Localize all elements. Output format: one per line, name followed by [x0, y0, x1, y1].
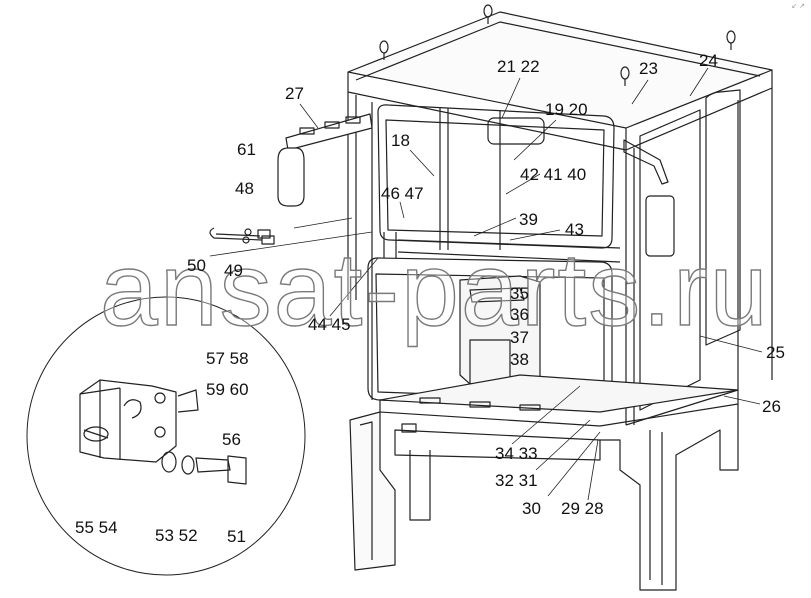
detail-callout-circle	[26, 296, 306, 576]
cab-base	[349, 404, 739, 591]
roof	[347, 11, 773, 151]
callout-label: 24	[699, 51, 718, 70]
callout-label: 29 28	[561, 499, 604, 518]
callout-label: 32 31	[495, 471, 538, 490]
callout-label: 53 52	[155, 526, 198, 545]
callout-label: 46 47	[381, 184, 424, 203]
callout-label: 26	[762, 397, 781, 416]
callout-label: 59 60	[206, 380, 249, 399]
callout-label: 42 41 40	[520, 165, 587, 184]
callout-label: 49	[224, 261, 243, 280]
callout-label: 35	[510, 284, 529, 303]
callout-label: 51	[227, 527, 246, 546]
right-mirror-bracket	[623, 139, 669, 185]
callout-label: 30	[522, 499, 541, 518]
callout-label: 56	[222, 430, 241, 449]
callout-label: 36	[510, 305, 529, 324]
callout-label: 48	[235, 179, 254, 198]
callout-label: 55 54	[75, 518, 118, 537]
callout-label: 57 58	[206, 349, 249, 368]
callout-label: 21 22	[497, 57, 540, 76]
leader-lines	[209, 67, 763, 501]
mirror-bracket	[277, 113, 373, 207]
watermark: ansat-parts.ru	[99, 232, 770, 348]
callout-label: 39	[519, 210, 538, 229]
callout-label: 44 45	[308, 315, 351, 334]
callout-label: 61	[237, 140, 256, 159]
corner-mark: ↙ ↗	[791, 3, 805, 10]
callout-label: 23	[639, 59, 658, 78]
callout-label: 43	[565, 220, 584, 239]
callout-label: 34 33	[495, 444, 538, 463]
bolt-set	[209, 227, 275, 245]
lifting-eyes	[379, 4, 736, 86]
callout-label: 50	[187, 256, 206, 275]
callout-label: 25	[766, 343, 785, 362]
floor	[379, 374, 739, 427]
callout-label: 18	[391, 131, 410, 150]
callout-label: 37	[510, 328, 529, 347]
callout-label: 19 20	[545, 100, 588, 119]
callout-label: 27	[285, 84, 304, 103]
callout-label: 38	[510, 350, 529, 369]
